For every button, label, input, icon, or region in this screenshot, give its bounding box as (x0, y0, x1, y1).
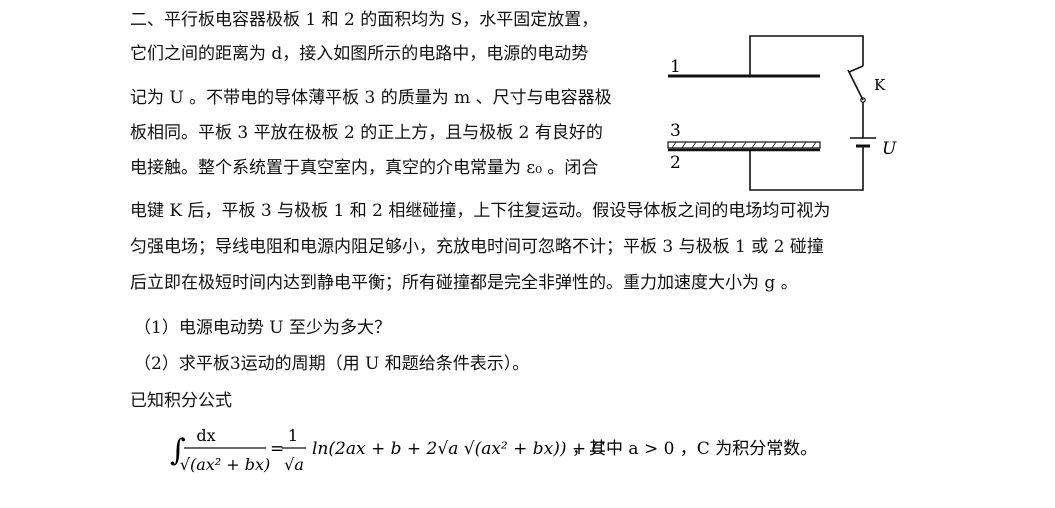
formula-rhs: ln(2ax + b + 2√a √(ax² + bx)) + C (312, 439, 605, 459)
plate-3-label: 3 (670, 121, 681, 141)
bottom-wire (749, 146, 864, 191)
problem-line-5: 电接触。整个系统置于真空室内，真空的介电常量为 ε₀ 。闭合 (130, 158, 599, 178)
integral-formula: ∫ dx √(ax² + bx) = 1 √a ln(2ax + b + 2√a… (170, 426, 817, 474)
top-wire (749, 35, 864, 76)
integrand-numerator: dx (196, 426, 215, 445)
formula-condition: ，其中 a > 0 ，C 为积分常数。 (572, 439, 817, 459)
switch-label: K (874, 76, 886, 94)
coef-denominator: √a (284, 455, 304, 474)
question-2: （2）求平板3运动的周期（用 U 和题给条件表示）。 (134, 354, 530, 374)
switch-k (848, 65, 864, 73)
integrand-denominator: √(ax² + bx) (180, 455, 271, 474)
problem-line-7: 匀强电场；导线电阻和电源内阻足够小，充放电时间可忽略不计；平板 3 与极板 1 … (130, 237, 824, 257)
question-1: （1）电源电动势 U 至少为多大？ (134, 318, 391, 338)
source-label: U (882, 139, 897, 159)
circuit-diagram: 1 3 2 K U (667, 35, 897, 191)
plate-1-label: 1 (670, 57, 681, 77)
problem-line-3: 记为 U 。不带电的导体薄平板 3 的质量为 m 、尺寸与电容器极 (130, 88, 612, 108)
problem-line-8: 后立即在极短时间内达到静电平衡；所有碰撞都是完全非弹性的。重力加速度大小为 g … (130, 273, 798, 293)
problem-line-1: 二、平行板电容器极板 1 和 2 的面积均为 S，水平固定放置， (130, 10, 599, 30)
problem-line-6: 电键 K 后，平板 3 与极板 1 和 2 相继碰撞，上下往复运动。假设导体板之… (130, 201, 831, 221)
integral-sign: ∫ (170, 433, 186, 468)
equals-sign: = (270, 439, 284, 459)
problem-line-2: 它们之间的距离为 d，接入如图所示的电路中，电源的电动势 (130, 44, 589, 64)
known-formula-label: 已知积分公式 (130, 391, 232, 411)
problem-line-4: 板相同。平板 3 平放在极板 2 的正上方，且与极板 2 有良好的 (130, 123, 603, 143)
coef-numerator: 1 (288, 426, 298, 445)
plate-2-label: 2 (670, 153, 681, 173)
